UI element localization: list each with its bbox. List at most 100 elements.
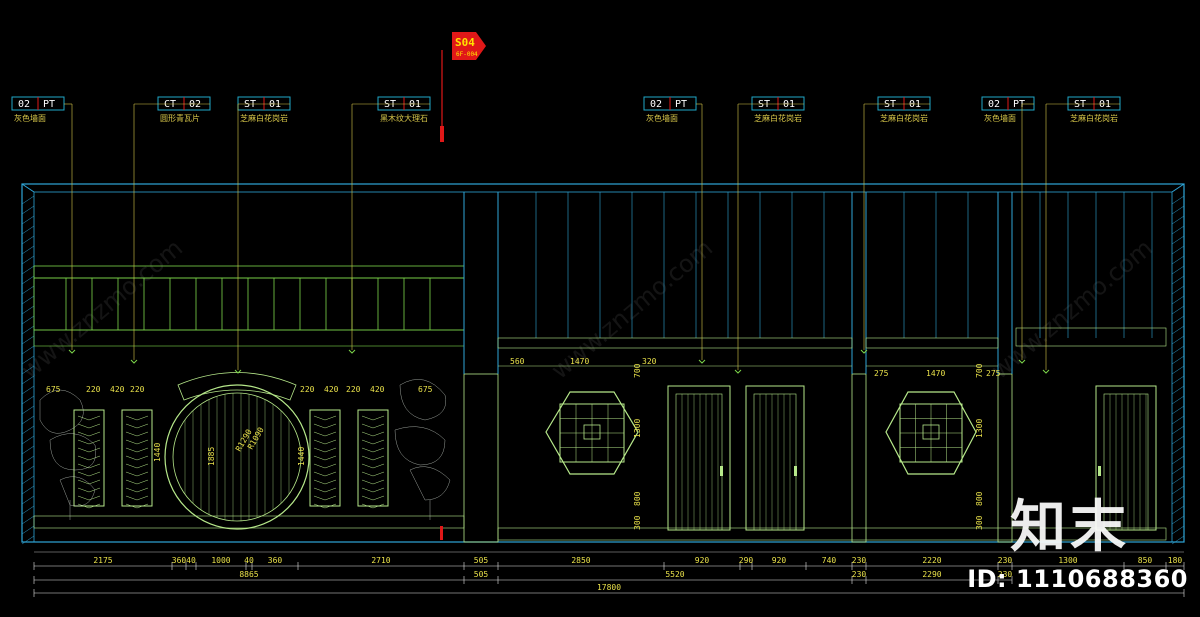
material-tag: ST 01 芝麻白花岗岩: [734, 96, 805, 374]
brand-logo: 知末: [1010, 495, 1130, 560]
inline-dimensions: 560 1470 320 275 1470 275 675 220 420 220 220 420 22…: [46, 357, 1001, 530]
dim-label: 2290: [922, 570, 941, 579]
dim-label: 420: [370, 385, 385, 394]
dim-label: 675: [418, 385, 433, 394]
dim-label: 1000: [211, 556, 230, 565]
dim-label: 180: [1168, 556, 1183, 565]
material-tag: 02 PT 灰色墙面: [11, 96, 76, 354]
dim-label: 17800: [597, 583, 621, 592]
tag-code-b: 01: [409, 99, 421, 110]
dim-label: 40: [244, 556, 254, 565]
dim-label: 800: [633, 491, 642, 506]
dim-label: 420: [324, 385, 339, 394]
tag-code-a: 02: [650, 99, 662, 110]
dim-label: 1440: [297, 447, 306, 466]
dim-label: 8865: [239, 570, 258, 579]
material-tag: CT 02 圆形青瓦片: [130, 96, 211, 364]
dim-label: 1300: [975, 419, 984, 438]
dim-label: 220: [86, 385, 101, 394]
dim-label: 220: [346, 385, 361, 394]
tag-code-a: 02: [988, 99, 1000, 110]
watermark-text: www.znzmo.com: [16, 234, 188, 385]
tag-description: 芝麻白花岗岩: [240, 113, 288, 123]
dim-label: 2220: [922, 556, 941, 565]
dim-label: 675: [46, 385, 61, 394]
dim-label: 275: [986, 369, 1001, 378]
tag-code-a: CT: [164, 99, 176, 110]
tag-description: 灰色墙面: [646, 113, 678, 123]
dim-label: 230: [998, 570, 1013, 579]
dim-label: 290: [739, 556, 754, 565]
tag-code-a: 02: [18, 99, 30, 110]
dim-label: 800: [975, 491, 984, 506]
tag-code-b: PT: [1013, 99, 1025, 110]
dim-label: 1300: [633, 419, 642, 438]
tag-code-a: ST: [1074, 99, 1086, 110]
tag-code-a: ST: [884, 99, 896, 110]
dim-label: 220: [300, 385, 315, 394]
right-section: [497, 192, 1167, 541]
material-tag: ST 01 芝麻白花岗岩: [234, 96, 291, 374]
tag-description: 黑木纹大理石: [380, 113, 428, 123]
dim-label: 2850: [571, 556, 590, 565]
dim-label: 1470: [926, 369, 945, 378]
dim-label: 1470: [570, 357, 589, 366]
dim-label: 230: [852, 570, 867, 579]
material-tag: ST 01 黑木纹大理石: [348, 96, 431, 354]
material-callouts: 02 PT 灰色墙面 CT 02 圆形青瓦片 ST 01 芝麻白花岗岩 ST 01 黑木纹大理石 02 P…: [11, 96, 1121, 374]
dim-label: 560: [510, 357, 525, 366]
material-tag: 02 PT 灰色墙面: [981, 96, 1035, 364]
dim-label: 230: [852, 556, 867, 565]
outer-frame: [21, 183, 1185, 545]
section-marker-code: S04: [455, 36, 475, 49]
dim-label: 360: [268, 556, 283, 565]
dim-label: 320: [642, 357, 657, 366]
material-tag: ST 01 芝麻白花岗岩: [860, 96, 931, 354]
dim-label: 360: [172, 556, 187, 565]
resource-id: ID: 1110688360: [967, 565, 1188, 593]
tag-description: 灰色墙面: [984, 113, 1016, 123]
dim-label: 5520: [665, 570, 684, 579]
tag-description: 芝麻白花岗岩: [754, 113, 802, 123]
dim-label: 1885: [207, 447, 216, 466]
tag-code-a: ST: [384, 99, 396, 110]
dim-label: 920: [695, 556, 710, 565]
tag-code-b: PT: [675, 99, 687, 110]
dim-label: 275: [874, 369, 889, 378]
tag-code-a: ST: [244, 99, 256, 110]
dim-label: 230: [998, 556, 1013, 565]
material-tag: 02 PT 灰色墙面: [643, 96, 706, 364]
tag-code-b: 01: [269, 99, 281, 110]
tag-code-b: 01: [909, 99, 921, 110]
dim-label: 1300: [1058, 556, 1077, 565]
tag-description: 灰色墙面: [14, 113, 46, 123]
tag-description: 圆形青瓦片: [160, 113, 200, 123]
dim-label: 920: [772, 556, 787, 565]
dim-label: 740: [822, 556, 837, 565]
tag-code-b: PT: [43, 99, 55, 110]
dim-label: 300: [975, 515, 984, 530]
tag-code-b: 02: [189, 99, 201, 110]
tag-code-b: 01: [783, 99, 795, 110]
dim-label: 2175: [93, 556, 112, 565]
material-tag: ST 01 芝麻白花岗岩: [1042, 96, 1121, 374]
dim-label: 220: [130, 385, 145, 394]
dim-label: 420: [110, 385, 125, 394]
tag-description: 芝麻白花岗岩: [880, 113, 928, 123]
dim-label: 850: [1138, 556, 1153, 565]
tag-description: 芝麻白花岗岩: [1070, 113, 1118, 123]
dim-label: 40: [186, 556, 196, 565]
tag-code-b: 01: [1099, 99, 1111, 110]
section-marker: S04 6F-004: [440, 32, 486, 540]
dim-label: 2710: [371, 556, 390, 565]
dim-label: 505: [474, 556, 489, 565]
dim-label: 1440: [153, 443, 162, 462]
section-marker-sub: 6F-004: [456, 51, 478, 58]
dim-label: 700: [633, 363, 642, 378]
dim-label: 700: [975, 363, 984, 378]
dim-label: 505: [474, 570, 489, 579]
tag-code-a: ST: [758, 99, 770, 110]
dim-label: 300: [633, 515, 642, 530]
